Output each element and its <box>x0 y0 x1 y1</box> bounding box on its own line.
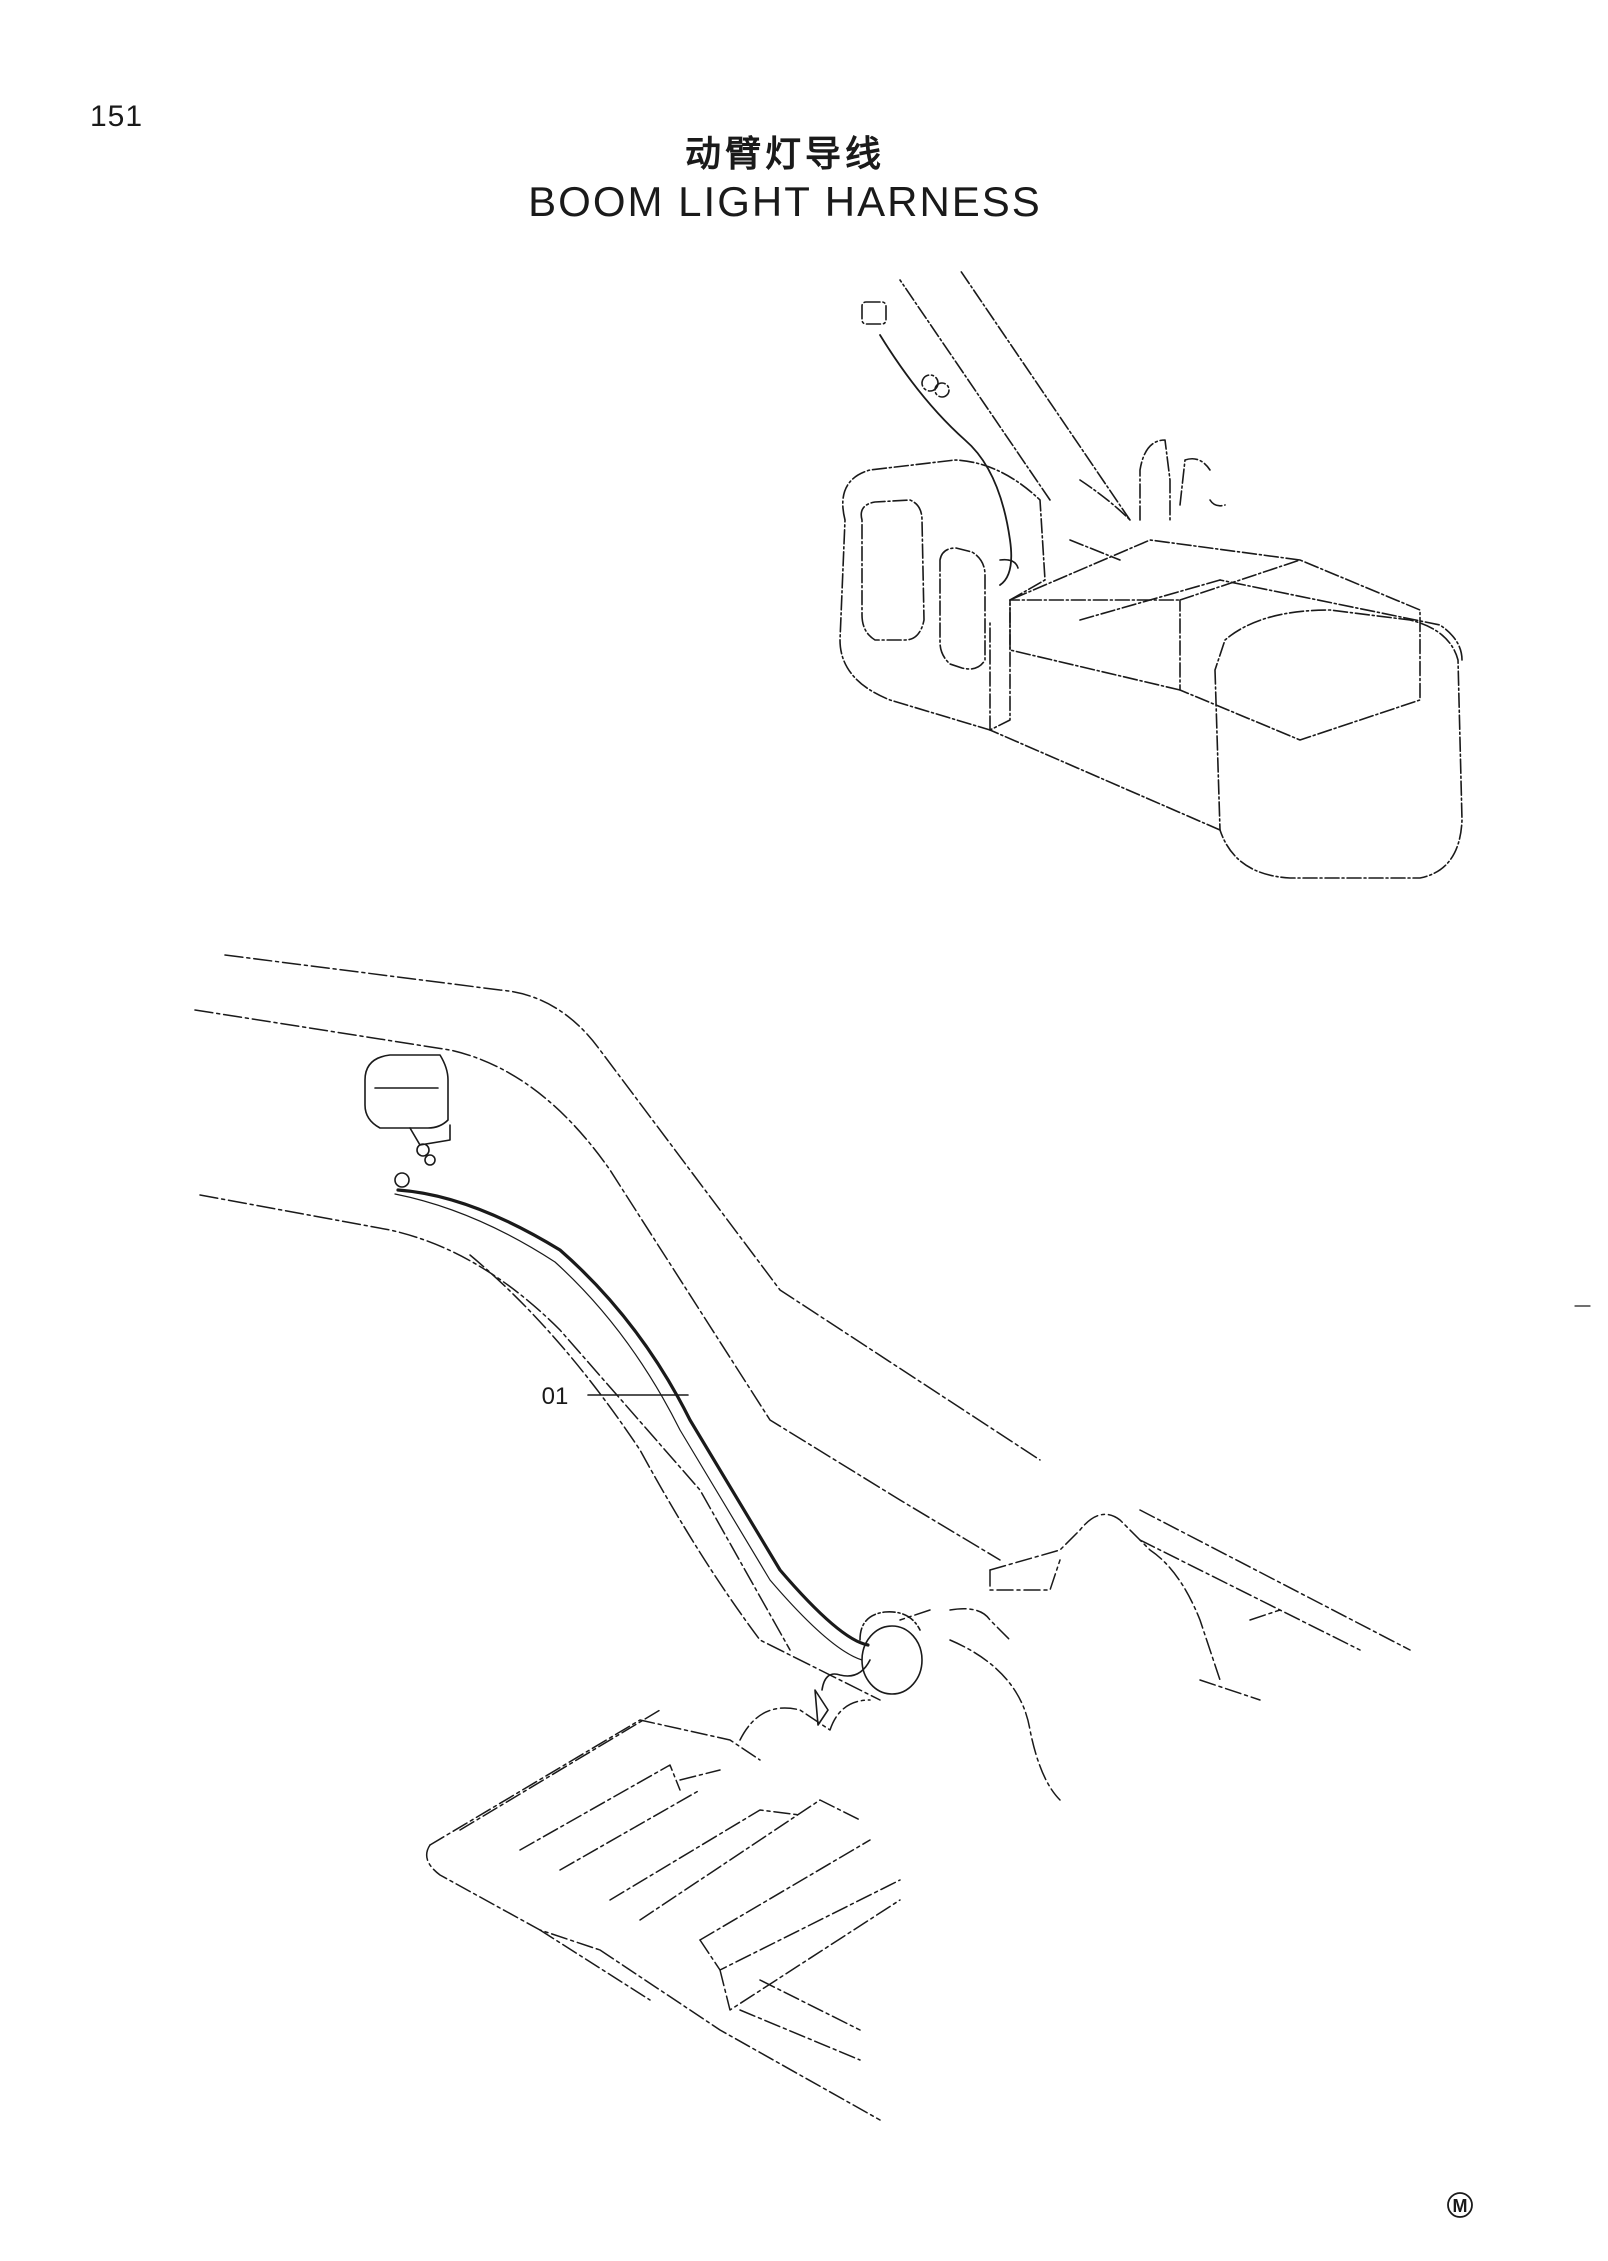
callout-label-01: 01 <box>542 1383 569 1410</box>
corner-mark-letter: M <box>1453 2196 1468 2216</box>
page-number: 151 <box>90 100 144 133</box>
title-english: BOOM LIGHT HARNESS <box>528 178 1042 225</box>
excavator-overview <box>839 269 1463 879</box>
swing-frame <box>899 1509 1411 1801</box>
boom-light-detail <box>364 1054 451 1188</box>
boom-foot-pin <box>859 1611 923 1695</box>
title-chinese: 动臂灯导线 <box>684 134 885 175</box>
harness-01 <box>394 1188 871 1726</box>
lower-frame <box>425 1699 901 2121</box>
corner-mark-circle <box>1447 2192 1473 2218</box>
boom-detail <box>194 954 1041 1701</box>
